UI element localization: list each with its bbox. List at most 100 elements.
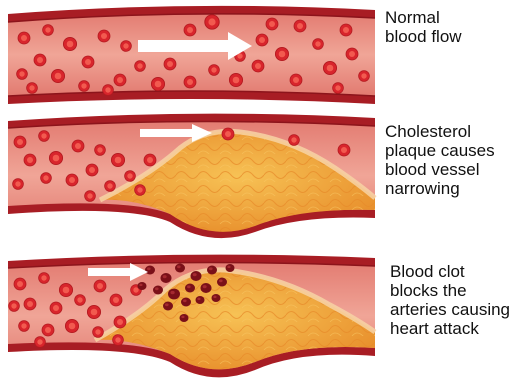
red-blood-cell-icon <box>135 185 146 196</box>
red-blood-cell-icon <box>144 154 156 166</box>
red-blood-cell-icon <box>49 151 62 164</box>
red-blood-cell-icon <box>79 81 90 92</box>
clot-cell-icon <box>181 298 191 307</box>
caption-line: blood vessel <box>385 160 515 179</box>
red-blood-cell-icon <box>87 305 100 318</box>
clot-cell-icon <box>175 264 185 273</box>
caption-line: blood flow <box>385 27 515 46</box>
red-blood-cell-icon <box>63 37 76 50</box>
red-blood-cell-icon <box>42 324 54 336</box>
clot-cell-icon <box>145 266 155 275</box>
red-blood-cell-icon <box>151 77 164 90</box>
red-blood-cell-icon <box>27 83 38 94</box>
red-blood-cell-icon <box>323 61 336 74</box>
red-blood-cell-icon <box>24 298 36 310</box>
clot-cell-icon <box>207 266 217 275</box>
red-blood-cell-icon <box>222 128 234 140</box>
clot-cell-icon <box>226 264 235 272</box>
red-blood-cell-icon <box>39 273 50 284</box>
red-blood-cell-icon <box>82 56 94 68</box>
red-blood-cell-icon <box>125 171 136 182</box>
red-blood-cell-icon <box>105 181 116 192</box>
red-blood-cell-icon <box>266 18 278 30</box>
red-blood-cell-icon <box>333 83 344 94</box>
caption-line: Cholesterol <box>385 122 515 141</box>
red-blood-cell-icon <box>289 135 300 146</box>
red-blood-cell-icon <box>338 144 350 156</box>
red-blood-cell-icon <box>65 319 78 332</box>
red-blood-cell-icon <box>113 335 124 346</box>
red-blood-cell-icon <box>164 58 176 70</box>
red-blood-cell-icon <box>184 24 196 36</box>
clot-cell-icon <box>180 314 189 322</box>
red-blood-cell-icon <box>290 74 302 86</box>
red-blood-cell-icon <box>229 73 242 86</box>
red-blood-cell-icon <box>95 145 106 156</box>
clot-cell-icon <box>153 286 163 295</box>
red-blood-cell-icon <box>114 74 126 86</box>
red-blood-cell-icon <box>135 61 146 72</box>
red-blood-cell-icon <box>340 24 352 36</box>
panel-clot <box>8 255 375 378</box>
red-blood-cell-icon <box>75 295 86 306</box>
red-blood-cell-icon <box>86 164 98 176</box>
clot-cell-icon <box>185 284 195 293</box>
red-blood-cell-icon <box>275 47 288 60</box>
red-blood-cell-icon <box>19 321 30 332</box>
red-blood-cell-icon <box>313 39 324 50</box>
red-blood-cell-icon <box>184 76 196 88</box>
caption-normal-blood-flow: Normal blood flow <box>385 8 515 46</box>
red-blood-cell-icon <box>114 316 126 328</box>
red-blood-cell-icon <box>39 131 50 142</box>
clot-cell-icon <box>138 282 147 290</box>
clot-cell-icon <box>212 294 221 302</box>
clot-cell-icon <box>161 273 172 283</box>
red-blood-cell-icon <box>18 32 30 44</box>
red-blood-cell-icon <box>13 179 24 190</box>
red-blood-cell-icon <box>359 71 370 82</box>
red-blood-cell-icon <box>59 283 72 296</box>
red-blood-cell-icon <box>50 302 62 314</box>
clot-cell-icon <box>196 296 205 304</box>
red-blood-cell-icon <box>14 278 26 290</box>
clot-cell-icon <box>201 283 212 293</box>
red-blood-cell-icon <box>121 41 132 52</box>
red-blood-cell-icon <box>24 154 36 166</box>
red-blood-cell-icon <box>35 337 46 348</box>
red-blood-cell-icon <box>41 173 52 184</box>
clot-cell-icon <box>163 302 173 311</box>
clot-cell-icon <box>168 289 180 300</box>
red-blood-cell-icon <box>85 191 96 202</box>
clot-cell-icon <box>191 271 202 281</box>
red-blood-cell-icon <box>9 301 20 312</box>
red-blood-cell-icon <box>103 85 114 96</box>
panel-normal <box>8 6 375 104</box>
red-blood-cell-icon <box>252 60 264 72</box>
caption-line: narrowing <box>385 179 515 198</box>
red-blood-cell-icon <box>43 25 54 36</box>
red-blood-cell-icon <box>34 54 46 66</box>
caption-line: plaque causes <box>385 141 515 160</box>
red-blood-cell-icon <box>346 48 358 60</box>
red-blood-cell-icon <box>51 69 64 82</box>
red-blood-cell-icon <box>294 20 306 32</box>
red-blood-cell-icon <box>94 280 106 292</box>
red-blood-cell-icon <box>111 153 124 166</box>
caption-line: arteries causing <box>390 300 517 319</box>
red-blood-cell-icon <box>209 65 220 76</box>
red-blood-cell-icon <box>93 327 104 338</box>
red-blood-cell-icon <box>98 30 110 42</box>
red-blood-cell-icon <box>72 140 84 152</box>
caption-line: blocks the <box>390 281 517 300</box>
caption-cholesterol-plaque: Cholesterol plaque causes blood vessel n… <box>385 122 515 198</box>
panel-cholesterol <box>8 114 375 238</box>
red-blood-cell-icon <box>14 136 26 148</box>
red-blood-cell-icon <box>66 174 78 186</box>
clot-cell-icon <box>217 278 227 287</box>
caption-line: heart attack <box>390 319 517 338</box>
red-blood-cell-icon <box>205 15 219 29</box>
red-blood-cell-icon <box>256 34 268 46</box>
red-blood-cell-icon <box>110 294 122 306</box>
caption-line: Normal <box>385 8 515 27</box>
caption-blood-clot: Blood clot blocks the arteries causing h… <box>390 262 517 338</box>
